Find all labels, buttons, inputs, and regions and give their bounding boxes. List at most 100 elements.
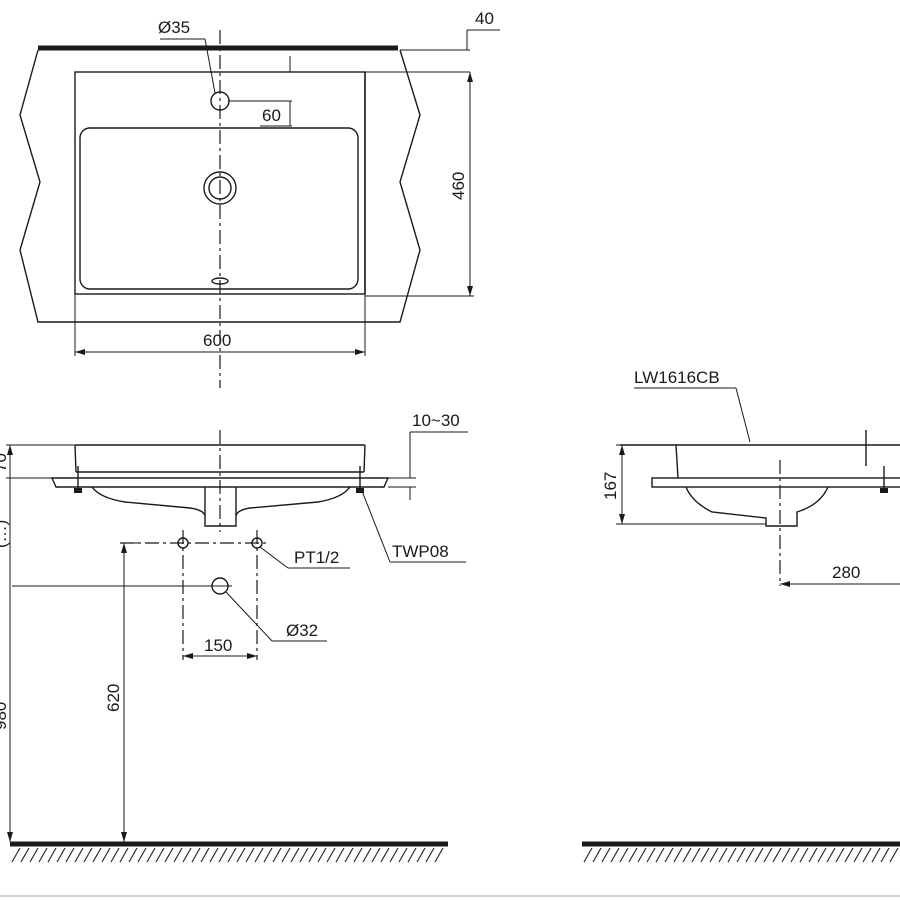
counter-slab-front [50,477,390,488]
hatch-stroke [65,847,75,863]
hatch-stroke [745,847,755,863]
hatch-stroke [29,847,39,863]
counter-slab-side [651,477,900,488]
hatch-stroke [20,847,30,863]
hatch-stroke [727,847,737,863]
hatch-stroke [155,847,165,863]
hatch-stroke [182,847,192,863]
hatch-stroke [808,847,818,863]
label-supply-spacing: 150 [204,636,232,655]
hatch-stroke [218,847,228,863]
hatch-stroke [137,847,147,863]
label-wall-offset: 40 [475,9,494,28]
hatch-stroke [308,847,318,863]
hatch-stroke [709,847,719,863]
hatch-stroke [425,847,435,863]
hatch-stroke [592,847,602,863]
hatch-stroke [227,847,237,863]
hatch-stroke [344,847,354,863]
plan-view: Ø35 40 60 460 600 [19,9,500,388]
hatch-stroke [380,847,390,863]
hatch-stroke [353,847,363,863]
hatch-stroke [862,847,872,863]
hatch-stroke [245,847,255,863]
hatch-stroke [628,847,638,863]
label-trap-left: (…) [0,520,10,548]
hatch-stroke [128,847,138,863]
hatch-stroke [673,847,683,863]
hatch-stroke [664,847,674,863]
bracket-right [356,466,364,493]
drain-point [211,577,229,595]
bowl-underside-side [685,486,829,527]
hatch-stroke [619,847,629,863]
floor-hatch-front [11,847,444,863]
hatch-stroke [655,847,665,863]
hatch-stroke [434,847,444,863]
floor-hatch-side [583,847,899,863]
hatch-stroke [362,847,372,863]
hatch-stroke [407,847,417,863]
front-elevation: 10~30 TWP08 PT1/2 Ø32 150 620 [0,411,468,863]
hatch-stroke [637,847,647,863]
hatch-stroke [56,847,66,863]
label-rim-left: 70 [0,453,10,472]
hatch-stroke [290,847,300,863]
hatch-stroke [254,847,264,863]
hatch-stroke [754,847,764,863]
hatch-stroke [119,847,129,863]
hatch-stroke [74,847,84,863]
hatch-stroke [781,847,791,863]
label-depth: 460 [449,172,468,200]
hatch-stroke [889,847,899,863]
hatch-stroke [835,847,845,863]
label-hole-tap: Ø35 [158,18,190,37]
bracket-left [74,466,82,493]
hatch-stroke [398,847,408,863]
label-floor-height: 980 [0,702,10,730]
hatch-stroke [38,847,48,863]
hatch-stroke [601,847,611,863]
hatch-stroke [880,847,890,863]
hatch-stroke [790,847,800,863]
label-height-side: 167 [601,472,620,500]
hatch-stroke [146,847,156,863]
hatch-stroke [826,847,836,863]
hatch-stroke [11,847,21,863]
hatch-stroke [83,847,93,863]
label-supply-thread: PT1/2 [294,548,339,567]
hatch-stroke [299,847,309,863]
hatch-stroke [817,847,827,863]
hatch-stroke [583,847,593,863]
side-elevation: LW1616CB 167 280 [582,368,900,863]
hatch-stroke [173,847,183,863]
hatch-stroke [799,847,809,863]
label-drain-hole: Ø32 [286,621,318,640]
label-tap-setback: 60 [262,106,281,125]
hatch-stroke [209,847,219,863]
label-model-code: LW1616CB [634,368,720,387]
hatch-stroke [191,847,201,863]
label-projection: 280 [832,563,860,582]
hatch-stroke [281,847,291,863]
hatch-stroke [844,847,854,863]
hatch-stroke [691,847,701,863]
hatch-stroke [718,847,728,863]
hatch-stroke [272,847,282,863]
hatch-stroke [416,847,426,863]
hatch-stroke [763,847,773,863]
hatch-stroke [853,847,863,863]
hatch-stroke [164,847,174,863]
hatch-stroke [92,847,102,863]
hatch-stroke [326,847,336,863]
hatch-stroke [317,847,327,863]
label-bracket-code: TWP08 [392,542,449,561]
hatch-stroke [772,847,782,863]
bowl-inner [79,127,359,290]
bowl-underside [91,486,351,527]
hatch-stroke [263,847,273,863]
hatch-stroke [736,847,746,863]
label-supply-height: 620 [104,684,123,712]
hatch-stroke [236,847,246,863]
